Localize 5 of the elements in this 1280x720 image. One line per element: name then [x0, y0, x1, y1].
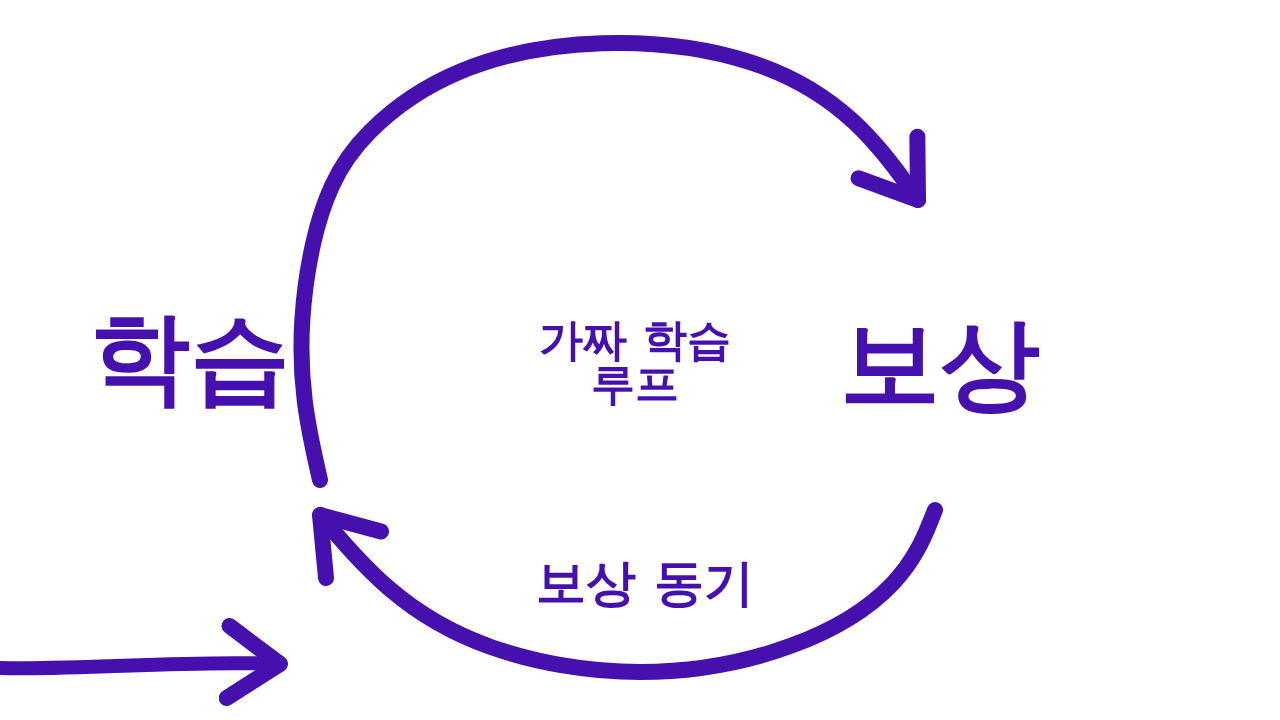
curved-arrow	[312, 502, 943, 680]
curved-arrow	[293, 35, 926, 488]
node-label: 보상	[840, 314, 1040, 414]
node-label: 학습	[90, 308, 290, 408]
center-label: 가짜 학습 루프	[538, 318, 732, 406]
